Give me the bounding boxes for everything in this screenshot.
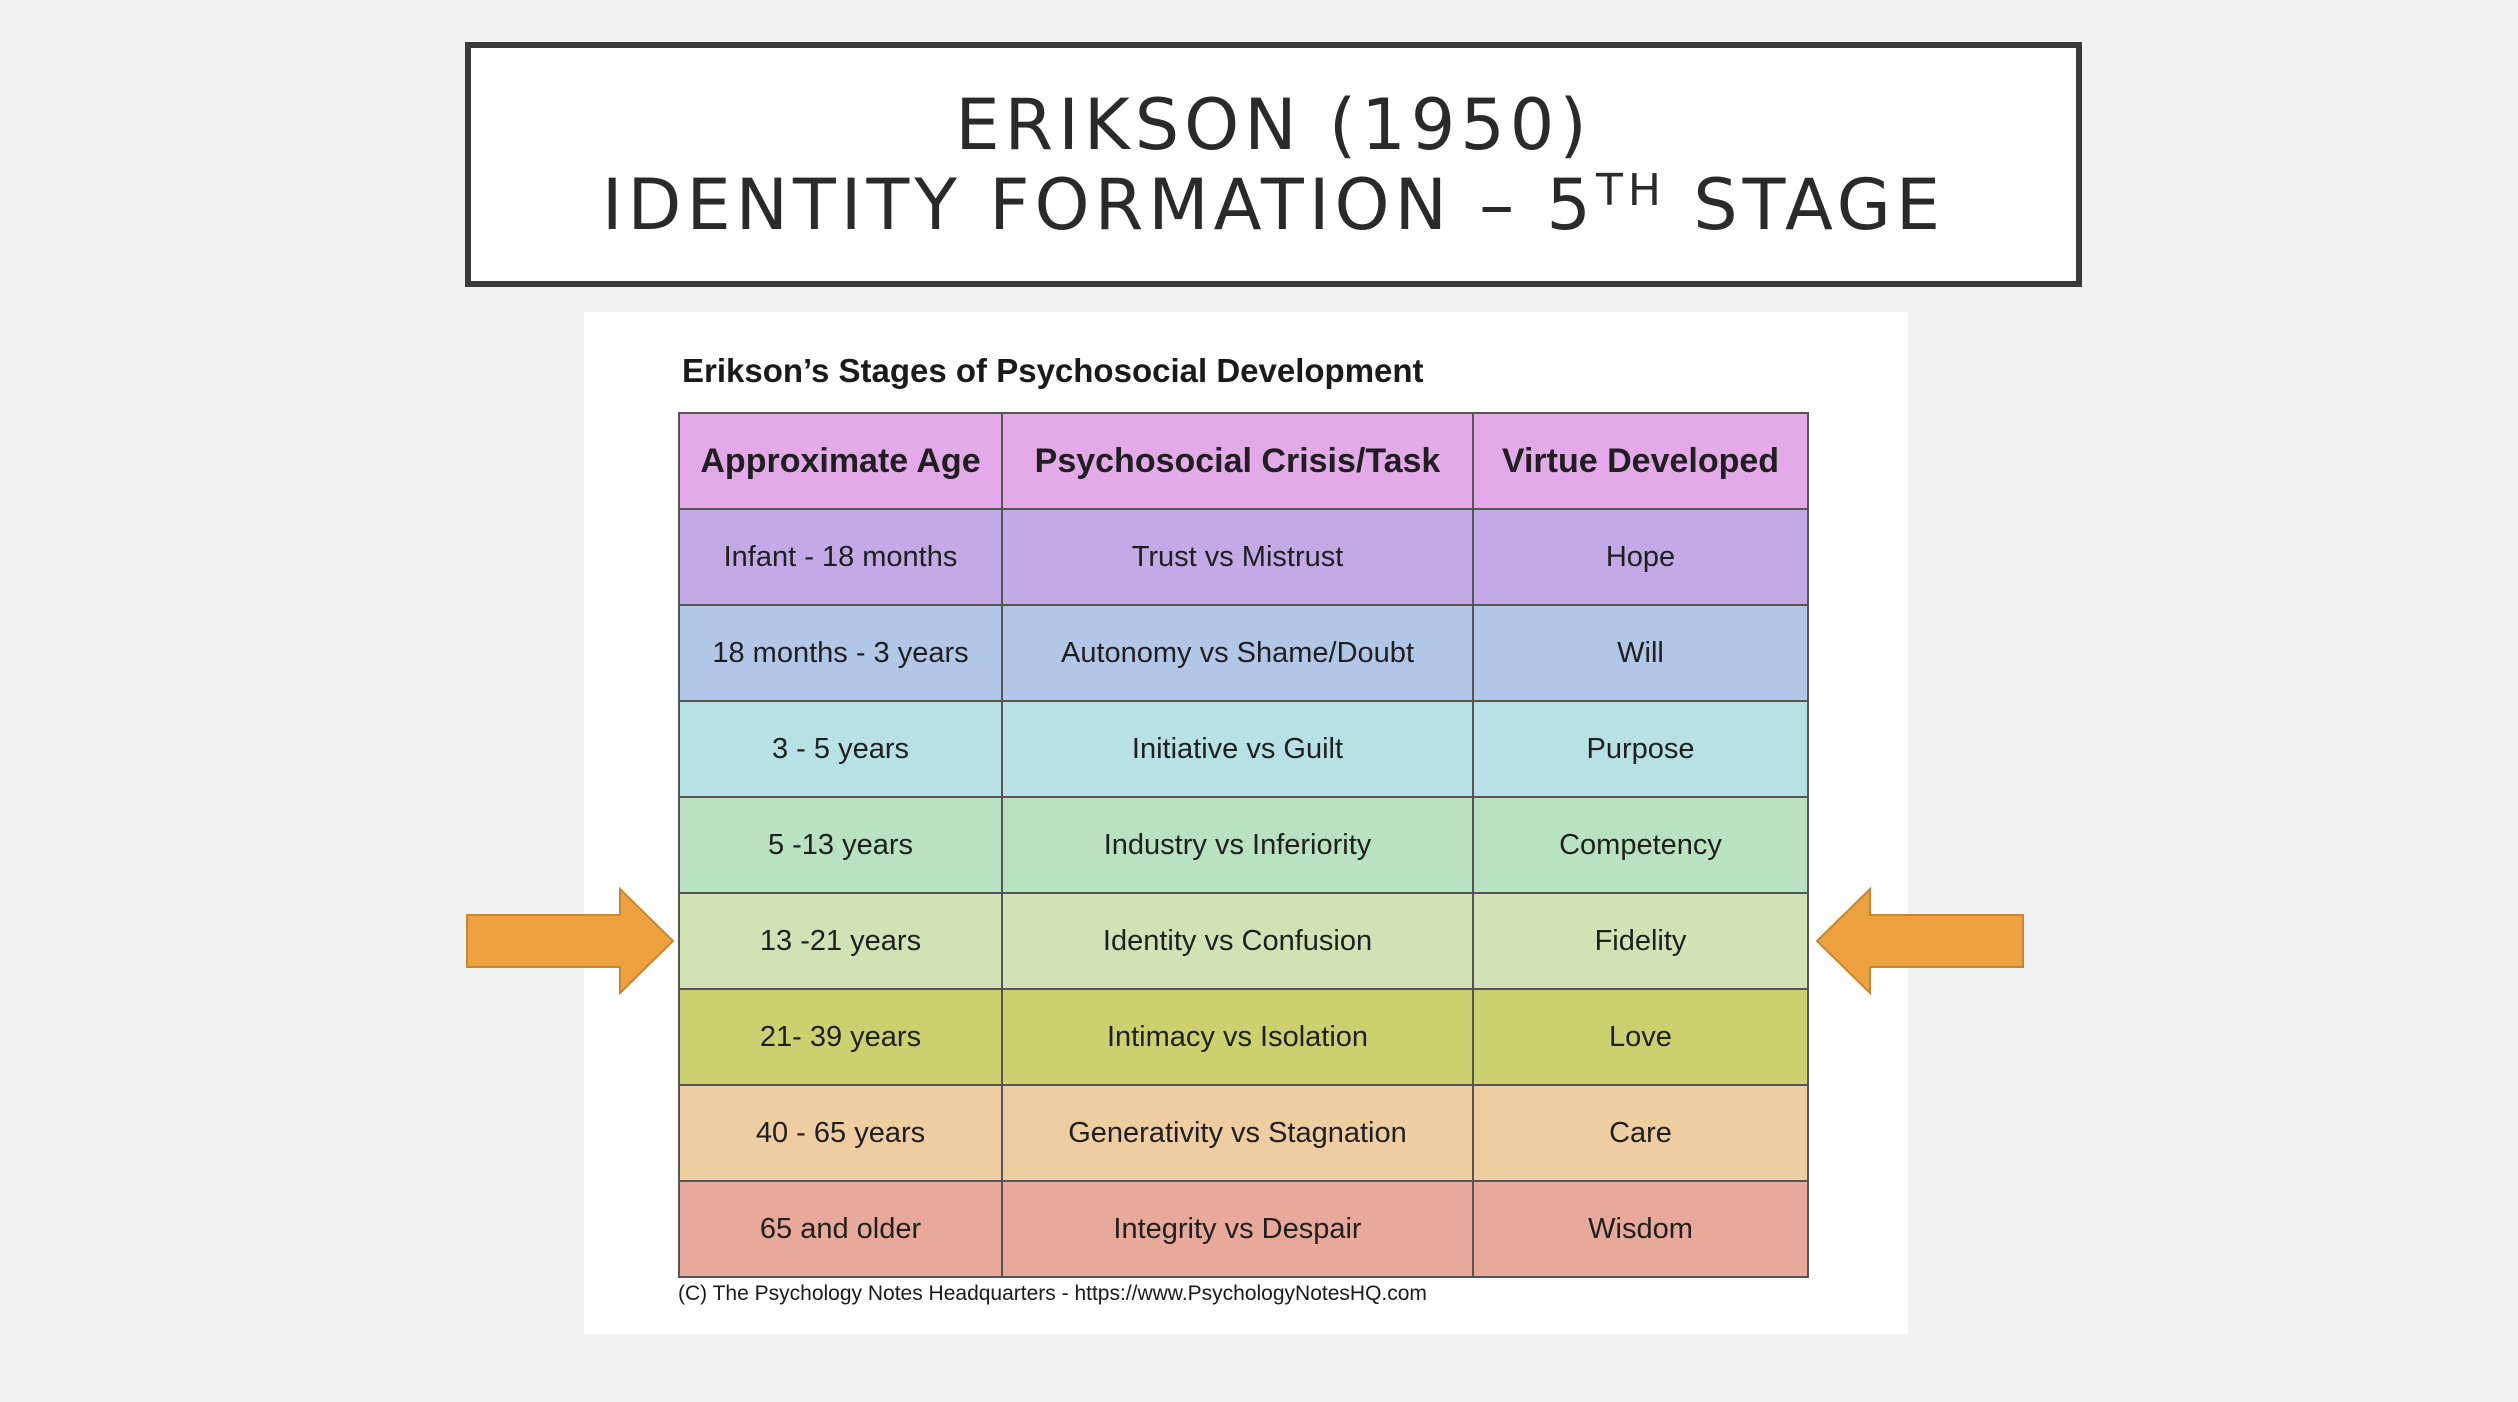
table-row: 40 - 65 years Generativity vs Stagnation… <box>678 1084 1809 1182</box>
slide-title-line-2-prefix: IDENTITY FORMATION – 5 <box>601 163 1596 246</box>
crisis-cell: Industry vs Inferiority <box>1001 796 1474 894</box>
age-cell: 18 months - 3 years <box>678 604 1003 702</box>
table-row-highlighted: 13 -21 years Identity vs Confusion Fidel… <box>678 892 1809 990</box>
age-cell: 21- 39 years <box>678 988 1003 1086</box>
slide-title-line-1: ERIKSON (1950) <box>955 83 1592 166</box>
crisis-cell: Integrity vs Despair <box>1001 1180 1474 1278</box>
header-approximate-age: Approximate Age <box>678 412 1003 510</box>
age-cell: 3 - 5 years <box>678 700 1003 798</box>
copyright-credit: (C) The Psychology Notes Headquarters - … <box>678 1282 1427 1305</box>
right-arrow-icon <box>466 887 675 995</box>
header-virtue-developed: Virtue Developed <box>1472 412 1809 510</box>
table-row: 18 months - 3 years Autonomy vs Shame/Do… <box>678 604 1809 702</box>
slide-title-line-2-suffix: STAGE <box>1665 163 1946 246</box>
crisis-cell: Initiative vs Guilt <box>1001 700 1474 798</box>
slide-title-line-2: IDENTITY FORMATION – 5TH STAGE <box>602 165 1945 245</box>
stages-table: Approximate Age Psychosocial Crisis/Task… <box>678 412 1809 1278</box>
header-row: Approximate Age Psychosocial Crisis/Task… <box>678 412 1809 510</box>
table-row: 21- 39 years Intimacy vs Isolation Love <box>678 988 1809 1086</box>
crisis-cell: Generativity vs Stagnation <box>1001 1084 1474 1182</box>
virtue-cell: Wisdom <box>1472 1180 1809 1278</box>
crisis-cell: Identity vs Confusion <box>1001 892 1474 990</box>
slide-title-box: ERIKSON (1950) IDENTITY FORMATION – 5TH … <box>465 42 2082 287</box>
age-cell: 65 and older <box>678 1180 1003 1278</box>
table-row: 5 -13 years Industry vs Inferiority Comp… <box>678 796 1809 894</box>
virtue-cell: Competency <box>1472 796 1809 894</box>
virtue-cell: Will <box>1472 604 1809 702</box>
virtue-cell: Love <box>1472 988 1809 1086</box>
virtue-cell: Fidelity <box>1472 892 1809 990</box>
crisis-cell: Trust vs Mistrust <box>1001 508 1474 606</box>
age-cell: 40 - 65 years <box>678 1084 1003 1182</box>
header-psychosocial-crisis: Psychosocial Crisis/Task <box>1001 412 1474 510</box>
virtue-cell: Purpose <box>1472 700 1809 798</box>
table-title: Erikson’s Stages of Psychosocial Develop… <box>682 352 1424 389</box>
table-row: 65 and older Integrity vs Despair Wisdom <box>678 1180 1809 1278</box>
age-cell: 13 -21 years <box>678 892 1003 990</box>
crisis-cell: Intimacy vs Isolation <box>1001 988 1474 1086</box>
table-row: Infant - 18 months Trust vs Mistrust Hop… <box>678 508 1809 606</box>
age-cell: Infant - 18 months <box>678 508 1003 606</box>
slide-title-superscript: TH <box>1595 164 1666 216</box>
virtue-cell: Hope <box>1472 508 1809 606</box>
table-row: 3 - 5 years Initiative vs Guilt Purpose <box>678 700 1809 798</box>
left-arrow-icon <box>1815 887 2024 995</box>
crisis-cell: Autonomy vs Shame/Doubt <box>1001 604 1474 702</box>
age-cell: 5 -13 years <box>678 796 1003 894</box>
virtue-cell: Care <box>1472 1084 1809 1182</box>
